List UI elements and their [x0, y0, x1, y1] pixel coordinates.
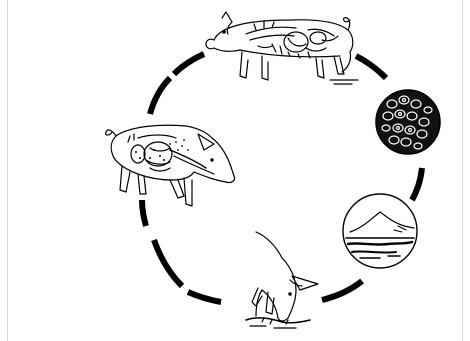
pig-rooting-in-soil-icon	[246, 232, 318, 328]
cycle-segment	[142, 200, 146, 226]
cycle-segment	[356, 56, 386, 78]
cycle-segment	[154, 240, 182, 286]
cycle-segment	[174, 54, 204, 74]
pig-with-internal-organs-icon	[206, 12, 358, 84]
magnified-soil-mound-circle-icon	[343, 194, 417, 268]
cycle-segment	[188, 292, 221, 302]
cycle-segment	[150, 78, 170, 114]
cycle-segment	[412, 168, 422, 200]
magnified-eggs-circle-icon	[376, 90, 440, 154]
cycle-segment	[322, 281, 362, 300]
pig-with-infected-lungs-icon	[106, 125, 235, 206]
